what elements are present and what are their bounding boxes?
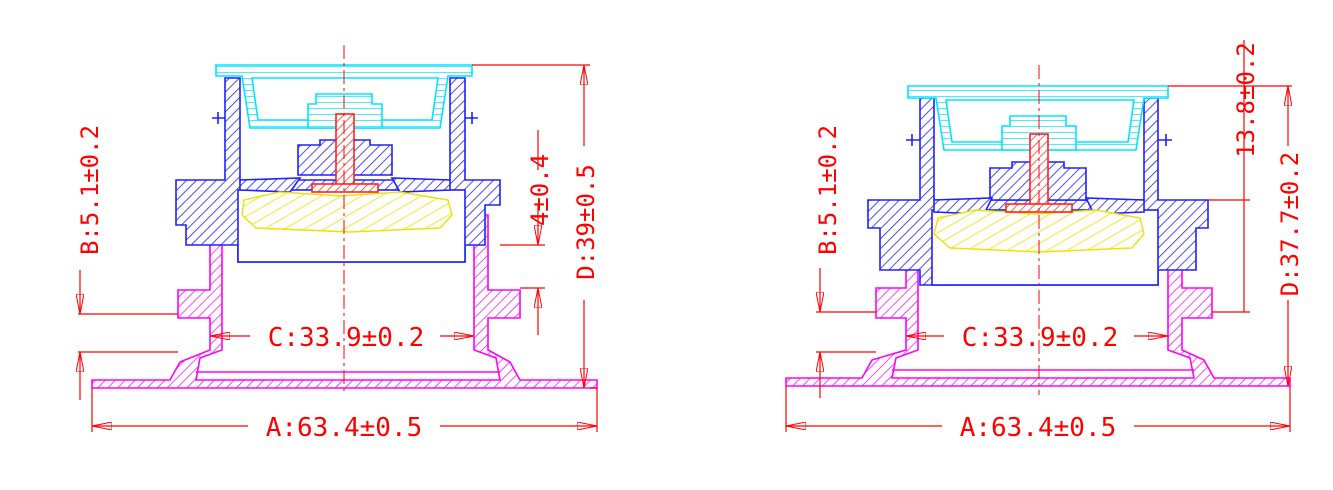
- dimension-e-label: 4±0.4: [526, 154, 554, 226]
- dimension-d: D:39±0.5: [472, 64, 600, 389]
- dimension-b-label: B:5.1±0.2: [76, 125, 104, 255]
- dimension-d-label: D:39±0.5: [572, 164, 600, 280]
- dimension-e: 13.8±0.2: [1208, 40, 1260, 313]
- dimension-c-label: C:33.9±0.2: [268, 323, 425, 353]
- base-part: [91, 214, 598, 389]
- dimension-c: C:33.9±0.2: [906, 323, 1168, 353]
- dimension-a: A:63.4±0.5: [91, 388, 598, 443]
- dimension-c: C:33.9±0.2: [210, 323, 474, 353]
- dimension-b: B:5.1±0.2: [76, 125, 178, 400]
- dimension-b-label: B:5.1±0.2: [814, 125, 842, 255]
- dimension-a: A:63.4±0.5: [785, 386, 1291, 443]
- dimension-a-label: A:63.4±0.5: [960, 413, 1117, 443]
- dimension-e: 4±0.4: [500, 130, 554, 335]
- dimension-d: D:37.7±0.2: [1168, 85, 1304, 386]
- dimension-b: B:5.1±0.2: [814, 125, 876, 398]
- seal-part: [241, 191, 453, 233]
- dimension-c-label: C:33.9±0.2: [962, 323, 1119, 353]
- dimension-d-label: D:37.7±0.2: [1276, 152, 1304, 297]
- pin-part: [311, 113, 379, 193]
- drawing-right: A:63.4±0.5 C:33.9±0.2 B:5.1±0.2 D:37.7±0…: [785, 40, 1304, 443]
- cap-top-part: [907, 85, 1169, 151]
- drawing-left: A:63.4±0.5 C:33.9±0.2 B:5.1±0.2 D:39±0.5: [76, 45, 600, 443]
- dimension-e-label: 13.8±0.2: [1232, 42, 1260, 158]
- dimension-a-label: A:63.4±0.5: [266, 413, 423, 443]
